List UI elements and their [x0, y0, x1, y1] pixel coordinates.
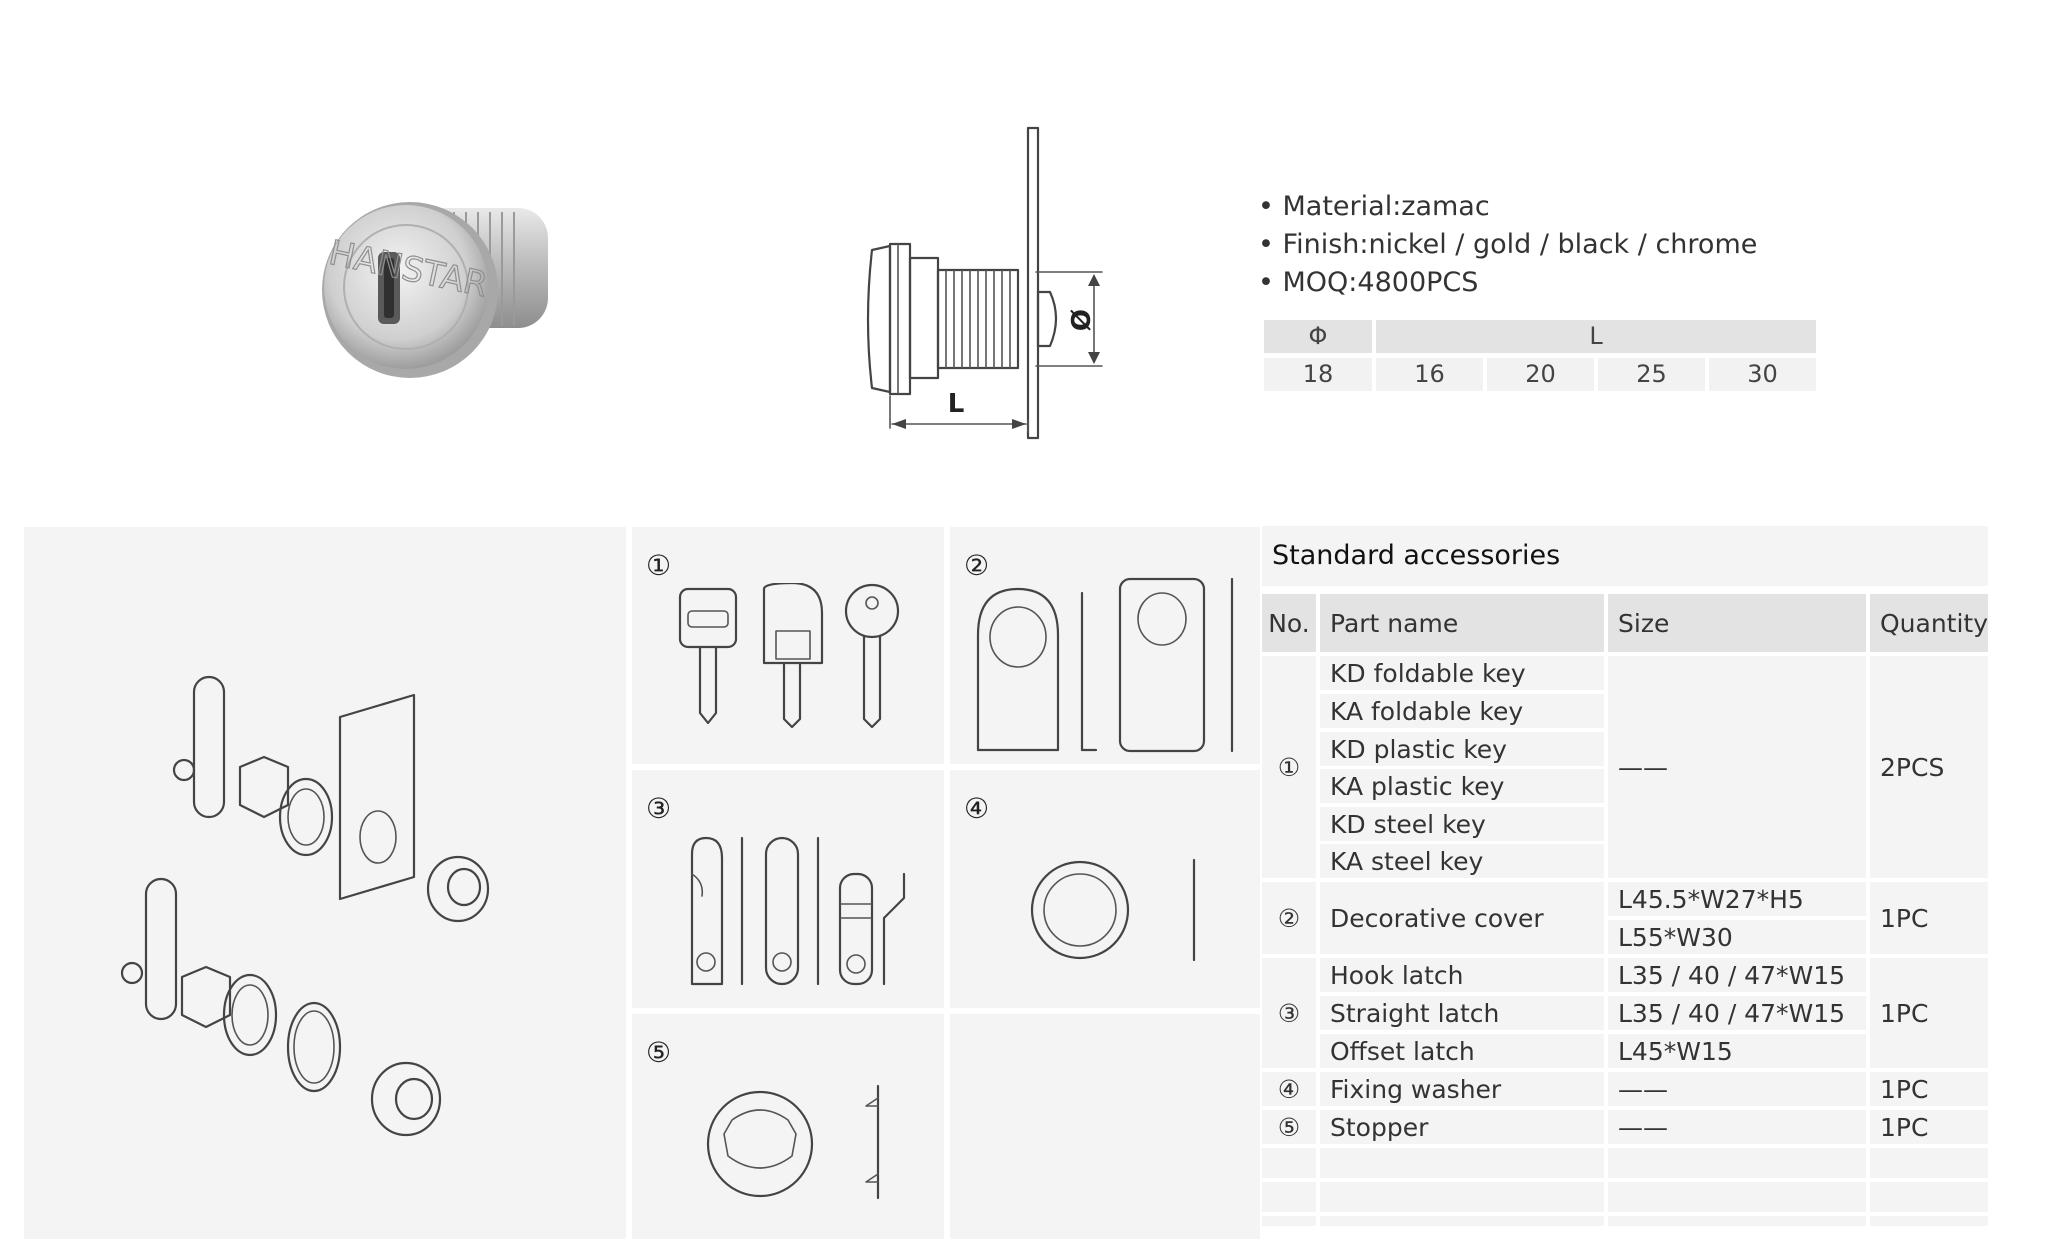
phi-header: Φ — [1264, 320, 1372, 353]
header-size: Size — [1608, 594, 1866, 652]
empty-cell — [1870, 1216, 1988, 1226]
empty-cell — [1608, 1148, 1866, 1178]
quantity-value: 1PC — [1870, 1110, 1988, 1144]
empty-cell — [1870, 1182, 1988, 1212]
size-value: —— — [1608, 656, 1866, 878]
panel-latches: ③ — [632, 770, 944, 1008]
part-name: KA foldable key — [1320, 694, 1604, 728]
part-name: KD plastic key — [1320, 732, 1604, 766]
product-photo: HANSTAR — [318, 190, 558, 390]
length-label: L — [948, 389, 965, 419]
diameter-label: Ø — [1067, 309, 1097, 331]
specs-list: • Material:zamac • Finish:nickel / gold … — [1258, 188, 1757, 302]
part-name: Offset latch — [1320, 1034, 1604, 1068]
panel-fixing-washer: ④ — [950, 770, 1260, 1008]
quantity-value: 1PC — [1870, 882, 1988, 954]
panel-number: ④ — [964, 792, 990, 825]
panel-number: ③ — [646, 792, 672, 825]
empty-cell — [1608, 1182, 1866, 1212]
part-name: Straight latch — [1320, 996, 1604, 1030]
panel-stopper: ⑤ — [632, 1014, 944, 1239]
exploded-view-panel — [24, 527, 626, 1239]
l-value: 25 — [1598, 358, 1705, 391]
spec-moq: • MOQ:4800PCS — [1258, 267, 1479, 298]
quantity-value: 1PC — [1870, 1072, 1988, 1106]
quantity-value: 2PCS — [1870, 656, 1988, 878]
phi-value: 18 — [1264, 358, 1372, 391]
header-no: No. — [1262, 594, 1316, 652]
l-value: 30 — [1709, 358, 1816, 391]
empty-panel — [950, 1014, 1260, 1239]
empty-cell — [1262, 1216, 1316, 1226]
row-no: ④ — [1262, 1072, 1316, 1106]
empty-cell — [1320, 1216, 1604, 1226]
spec-material: • Material:zamac — [1258, 191, 1490, 222]
l-value: 16 — [1376, 358, 1483, 391]
header-part-name: Part name — [1320, 594, 1604, 652]
accessories-title: Standard accessories — [1262, 526, 1988, 586]
row-no: ② — [1262, 882, 1316, 954]
size-value: L45*W15 — [1608, 1034, 1866, 1068]
empty-cell — [1262, 1182, 1316, 1212]
size-value: L55*W30 — [1608, 920, 1866, 954]
panel-decorative-cover: ② — [950, 527, 1260, 764]
empty-cell — [1870, 1148, 1988, 1178]
row-no: ⑤ — [1262, 1110, 1316, 1144]
panel-number: ② — [964, 549, 990, 582]
part-name: Decorative cover — [1320, 882, 1604, 954]
header-quantity: Quantity — [1870, 594, 1988, 652]
size-value: —— — [1608, 1072, 1866, 1106]
part-name: Stopper — [1320, 1110, 1604, 1144]
part-name: KD foldable key — [1320, 656, 1604, 690]
empty-cell — [1320, 1182, 1604, 1212]
l-header: L — [1376, 320, 1816, 353]
empty-cell — [1320, 1148, 1604, 1178]
size-value: L35 / 40 / 47*W15 — [1608, 958, 1866, 992]
part-name: KA steel key — [1320, 844, 1604, 878]
part-name: Hook latch — [1320, 958, 1604, 992]
row-no: ③ — [1262, 958, 1316, 1068]
empty-cell — [1262, 1148, 1316, 1178]
size-value: —— — [1608, 1110, 1866, 1144]
spec-finish: • Finish:nickel / gold / black / chrome — [1258, 229, 1758, 260]
part-name: KD steel key — [1320, 807, 1604, 841]
empty-cell — [1608, 1216, 1866, 1226]
panel-number: ⑤ — [646, 1036, 672, 1069]
row-no: ① — [1262, 656, 1316, 878]
part-name: KA plastic key — [1320, 769, 1604, 803]
quantity-value: 1PC — [1870, 958, 1988, 1068]
technical-drawing: Ø L — [850, 120, 1130, 440]
size-value: L35 / 40 / 47*W15 — [1608, 996, 1866, 1030]
size-value: L45.5*W27*H5 — [1608, 882, 1866, 916]
l-value: 20 — [1487, 358, 1594, 391]
panel-keys: ① — [632, 527, 944, 764]
panel-number: ① — [646, 549, 672, 582]
part-name: Fixing washer — [1320, 1072, 1604, 1106]
